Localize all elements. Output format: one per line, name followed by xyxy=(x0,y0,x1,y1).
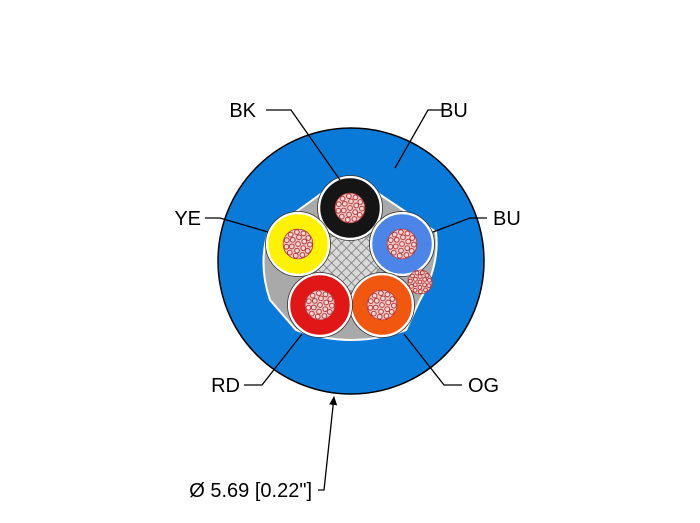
leader-line-bu-jacket xyxy=(394,109,448,169)
conductor-og xyxy=(349,272,415,338)
conductor-bu-core xyxy=(369,211,435,277)
leader-line-bu-core xyxy=(432,217,487,233)
conductor-rd xyxy=(287,272,353,338)
label-bu-core: BU xyxy=(493,208,521,230)
drain-wire xyxy=(407,269,433,295)
label-rd: RD xyxy=(211,375,240,397)
leader-line-rd xyxy=(244,333,303,386)
label-ye: YE xyxy=(174,208,201,230)
conductor-ye xyxy=(265,211,331,277)
diameter-leader-line xyxy=(318,396,338,491)
leader-line-og xyxy=(403,333,462,386)
label-bu-jacket: BU xyxy=(440,100,468,122)
leader-line-bk xyxy=(266,109,341,181)
label-bk: BK xyxy=(229,100,256,122)
conductor-bk xyxy=(317,175,383,241)
leader-line-ye xyxy=(205,217,269,233)
diameter-label: Ø 5.69 [0.22"] xyxy=(189,480,312,502)
label-og: OG xyxy=(468,375,499,397)
